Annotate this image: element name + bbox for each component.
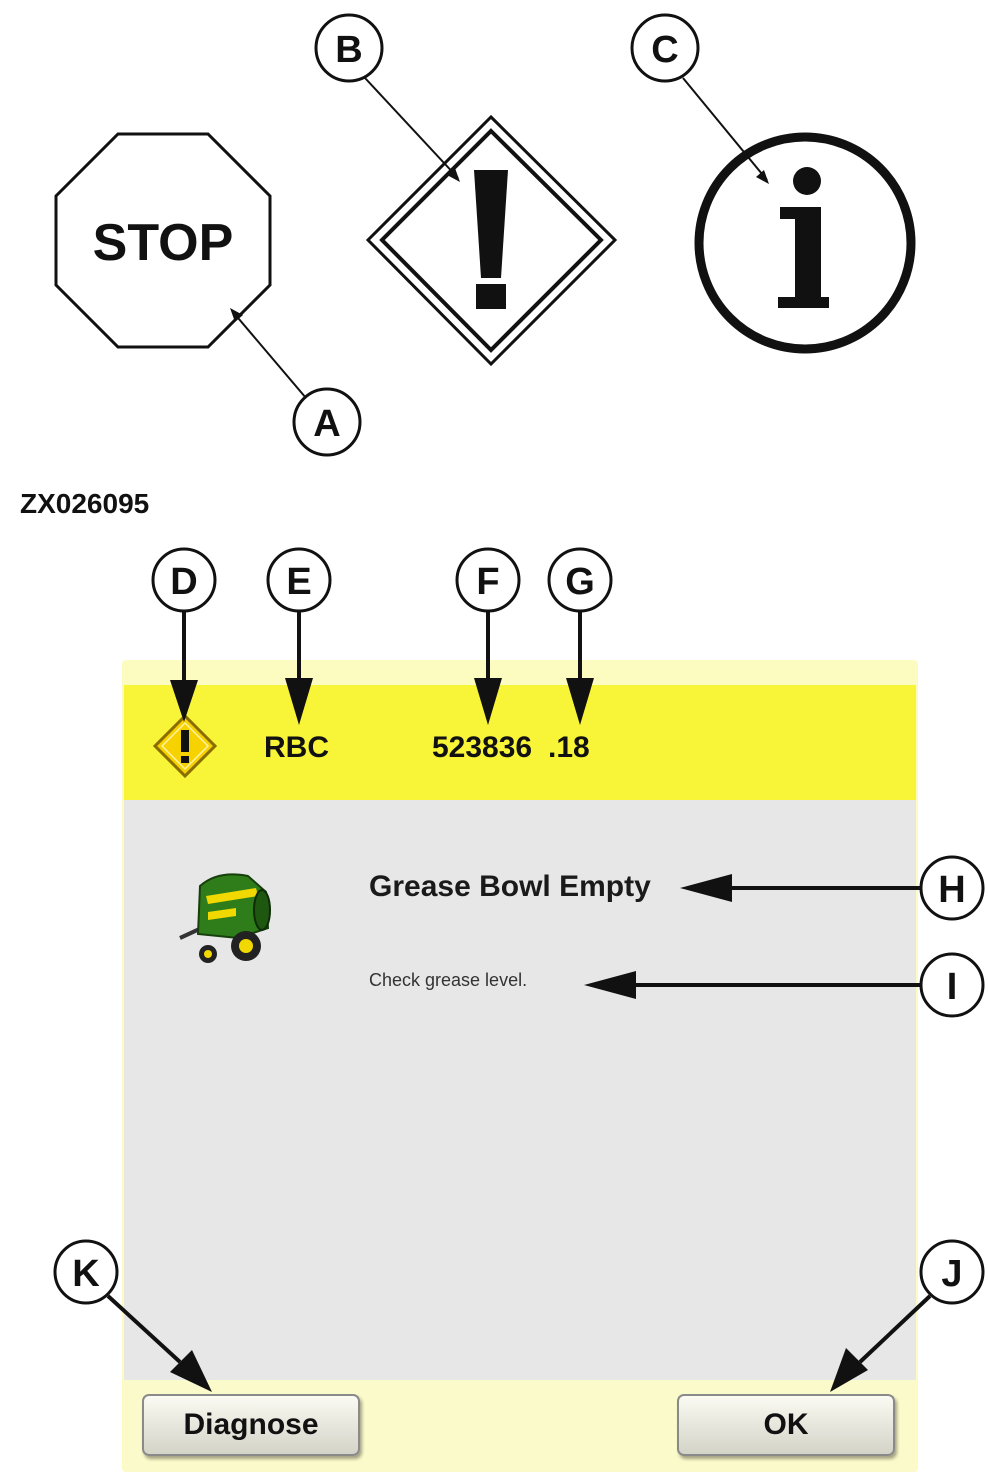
callout-k-label: K [72, 1253, 100, 1295]
callout-g-label: G [565, 561, 595, 603]
alarm-title: Grease Bowl Empty [369, 870, 651, 903]
alarm-source: RBC [264, 731, 329, 764]
callout-a: A [230, 308, 362, 457]
info-circle-icon [694, 132, 916, 354]
callout-c-label: C [651, 29, 678, 71]
callout-e-label: E [286, 561, 311, 603]
figure-code: ZX026095 [20, 488, 150, 519]
diagnose-button[interactable]: Diagnose [142, 1394, 360, 1456]
callout-f-label: F [476, 561, 499, 603]
symbols-area: STOP B C A [54, 13, 916, 457]
callout-b: B [314, 13, 460, 182]
ok-button[interactable]: OK [677, 1394, 895, 1456]
callout-a-label: A [313, 403, 340, 445]
round-baler-icon [179, 873, 271, 963]
stop-sign-icon: STOP [54, 132, 272, 349]
warning-diamond-icon [365, 114, 618, 367]
callout-d-label: D [170, 561, 197, 603]
warning-diamond-icon [152, 713, 218, 779]
callout-b-label: B [335, 29, 362, 71]
callout-c: C [630, 13, 769, 184]
alarm-message: Check grease level. [369, 970, 528, 990]
alarm-fmi: .18 [548, 731, 590, 764]
callout-j-label: J [941, 1253, 962, 1295]
dialog-header [124, 685, 916, 800]
alarm-spn: 523836 [432, 731, 533, 764]
callout-h-label: H [938, 869, 965, 911]
callout-i-label: I [947, 966, 958, 1008]
stop-sign-text: STOP [93, 214, 234, 272]
